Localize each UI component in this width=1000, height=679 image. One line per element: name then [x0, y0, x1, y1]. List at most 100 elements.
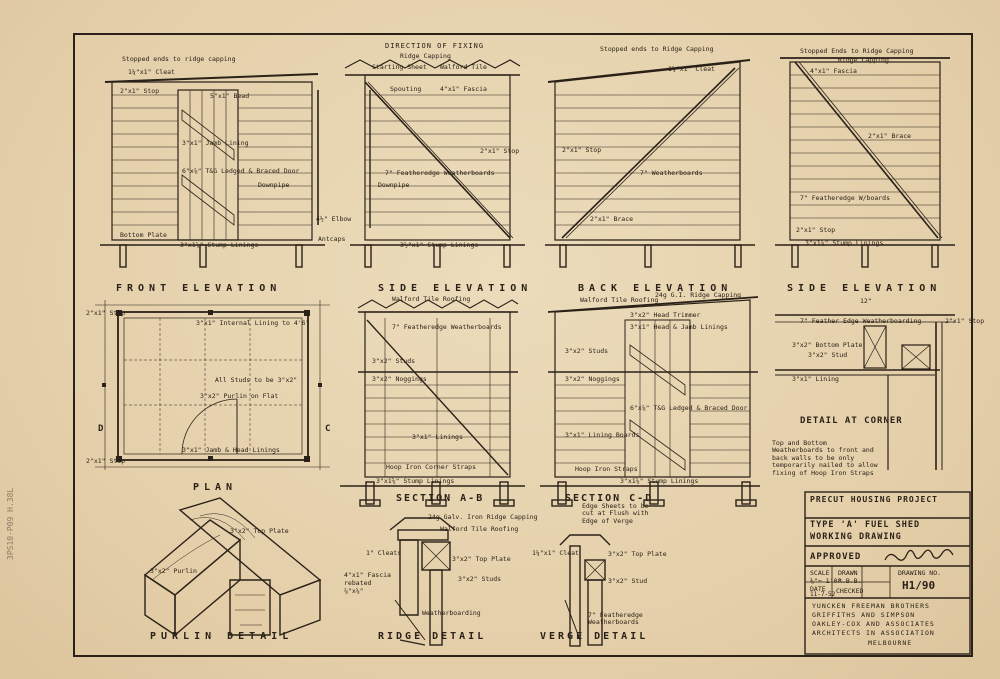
note: DIRECTION OF FIXING	[385, 42, 485, 50]
note: 3"x1⅝" Stump Linings	[376, 477, 455, 485]
title-block-line1: TYPE 'A' FUEL SHED	[810, 520, 921, 530]
note: 4"x1" Fascia	[440, 85, 487, 93]
note: 2"x1" Stop	[480, 147, 520, 155]
note: Edge Sheets to be cut at Flush with Edge…	[582, 502, 649, 525]
title-block-line2: WORKING DRAWING	[810, 532, 902, 542]
section-ab-drawing	[340, 299, 525, 507]
note: Downpipe	[258, 181, 290, 189]
note: 3"x1" Internal Lining to 4'6"	[196, 319, 310, 327]
note: 2"x1" Brace	[868, 132, 912, 140]
note: 3"x2" Studs	[565, 347, 609, 355]
title-block-firm-line: MELBOURNE	[868, 639, 913, 647]
note: 2"x1" Stop	[120, 87, 160, 95]
note: 3"x2" Purlin on Flat	[200, 392, 279, 400]
note: Walford Tile Roofing	[440, 525, 519, 533]
note: 2"x1" Stop	[86, 457, 126, 465]
side-elevation-2-title: SIDE ELEVATION	[787, 283, 942, 294]
note: 3"x2" Top Plate	[608, 550, 667, 558]
note: Stopped ends to Ridge Capping	[600, 45, 714, 53]
title-block-drawing-no-label: DRAWING NO.	[898, 569, 942, 577]
note: 3½"x1" Stump Linings	[400, 241, 479, 249]
note: 1" Cleats	[366, 549, 402, 557]
note: 1¼"x1" Cleat	[128, 68, 175, 76]
title-block-frame	[804, 491, 971, 655]
note: Ridge Capping	[838, 56, 889, 64]
back-elevation-title: BACK ELEVATION	[578, 283, 733, 294]
section-ab-title: SECTION A-B	[396, 493, 485, 504]
note: 3"x2" Studs	[458, 575, 502, 583]
title-block-approved-label: APPROVED	[810, 552, 862, 562]
note: 12"	[860, 297, 872, 305]
note: Hoop Iron Straps	[575, 465, 638, 473]
title-block-firm-line: YUNCKEN FREEMAN BROTHERS	[812, 602, 930, 610]
note: 7" Featheredge Weatherboards	[588, 611, 643, 627]
note: 2"x1" Stop	[562, 146, 602, 154]
note: Stopped Ends to Ridge Capping	[800, 47, 914, 55]
note: 3"x2" Head Trimmer	[630, 311, 701, 319]
plan-drawing	[95, 300, 330, 470]
note: 3"x1" Linings	[412, 433, 463, 441]
note: 3"x1⅝" Stump Linings	[620, 477, 699, 485]
title-block-drawing-no-value: H1/90	[902, 579, 936, 592]
note: Downpipe	[378, 181, 410, 189]
note: 7" Feather Edge Weatherboarding	[800, 317, 922, 325]
note: 7" Featheredge Weatherboards	[385, 169, 495, 177]
archive-stamp: 3PS10-P09 H.38L	[6, 487, 15, 560]
title-block-firm-line: GRIFFITHS AND SIMPSON	[812, 611, 916, 619]
verge-detail-title: VERGE DETAIL	[540, 631, 649, 642]
note: 5"x1" Bead	[210, 92, 250, 100]
title-block-drawn-value: R.B.B.	[838, 577, 862, 585]
note: 7" Featheredge Weatherboards	[392, 323, 502, 331]
note: 4½" Elbow	[316, 215, 352, 223]
note: 3"x1⅝" Stump Linings	[180, 241, 259, 249]
title-block-checked-label: CHECKED	[836, 587, 864, 595]
note: Bottom Plate	[120, 231, 167, 239]
note: Walford Tile	[440, 63, 487, 71]
note: 3"x2" Studs	[372, 357, 416, 365]
note: 3"x1" Head & Jamb Linings	[630, 323, 728, 331]
plan-mark-d: D	[98, 424, 104, 434]
title-block-firm-line: ARCHITECTS IN ASSOCIATION	[812, 629, 935, 637]
note: 3"x1⅝" Stump Linings	[805, 239, 884, 247]
note: 2"x1" Stop	[945, 317, 985, 325]
note: 3"x1" Jamb Lining	[182, 139, 249, 147]
title-block-drawn-label: DRAWN	[838, 569, 858, 577]
note: Starting Sheet	[372, 63, 427, 71]
note: All Studs to be 3"x2"	[215, 376, 298, 384]
note: 2"x1" Stop	[86, 309, 126, 317]
front-elevation-drawing	[100, 73, 325, 268]
note: 3"x2" Stud	[808, 351, 848, 359]
note: 7" Featheredge W/boards	[800, 194, 891, 202]
front-elevation-title: FRONT ELEVATION	[116, 283, 282, 294]
ridge-detail-title: RIDGE DETAIL	[378, 631, 487, 642]
note: 3"x1" Lining Boards	[565, 431, 640, 439]
title-block-date-value: 11-7-52	[810, 591, 836, 598]
note: 3"x2" Noggings	[372, 375, 427, 383]
note: 2"x1" Brace	[590, 215, 634, 223]
note: Stopped ends to ridge capping	[122, 55, 236, 63]
note: 3"x1" Lining	[792, 375, 839, 383]
title-block-project: PRECUT HOUSING PROJECT	[810, 495, 938, 504]
title-block-firm-line: OAKLEY-COX AND ASSOCIATES	[812, 620, 935, 628]
note: 1¼"x1" Cleat	[668, 65, 715, 73]
note: 24g Galv. Iron Ridge Capping	[428, 513, 538, 521]
note: 3"x1" Jamb & Head Linings	[182, 446, 280, 454]
plan-mark-c: C	[325, 424, 331, 434]
note: Walford Tile Roofing	[392, 295, 471, 303]
plan-title: PLAN	[193, 482, 238, 493]
note: 3"x2" Purlin	[150, 567, 197, 575]
note: Walford Tile Roofing	[580, 296, 659, 304]
note: Top and Bottom Weatherboards to front an…	[772, 439, 878, 477]
note: 3"x2" Stud	[608, 577, 648, 585]
note: 6"x⅞" T&G Ledged & Braced Door	[182, 167, 300, 175]
note: 3"x2" Bottom Plate	[792, 341, 863, 349]
note: Ridge Capping	[400, 52, 451, 60]
note: 4"x1" Fascia	[810, 67, 857, 75]
title-block-scale-label: SCALE	[810, 569, 830, 577]
side-elevation-1-drawing	[344, 59, 525, 268]
side-elevation-2-drawing	[775, 57, 955, 268]
note: 1¼"x1" Cleat	[532, 549, 579, 557]
purlin-detail-title: PURLIN DETAIL	[150, 631, 294, 642]
